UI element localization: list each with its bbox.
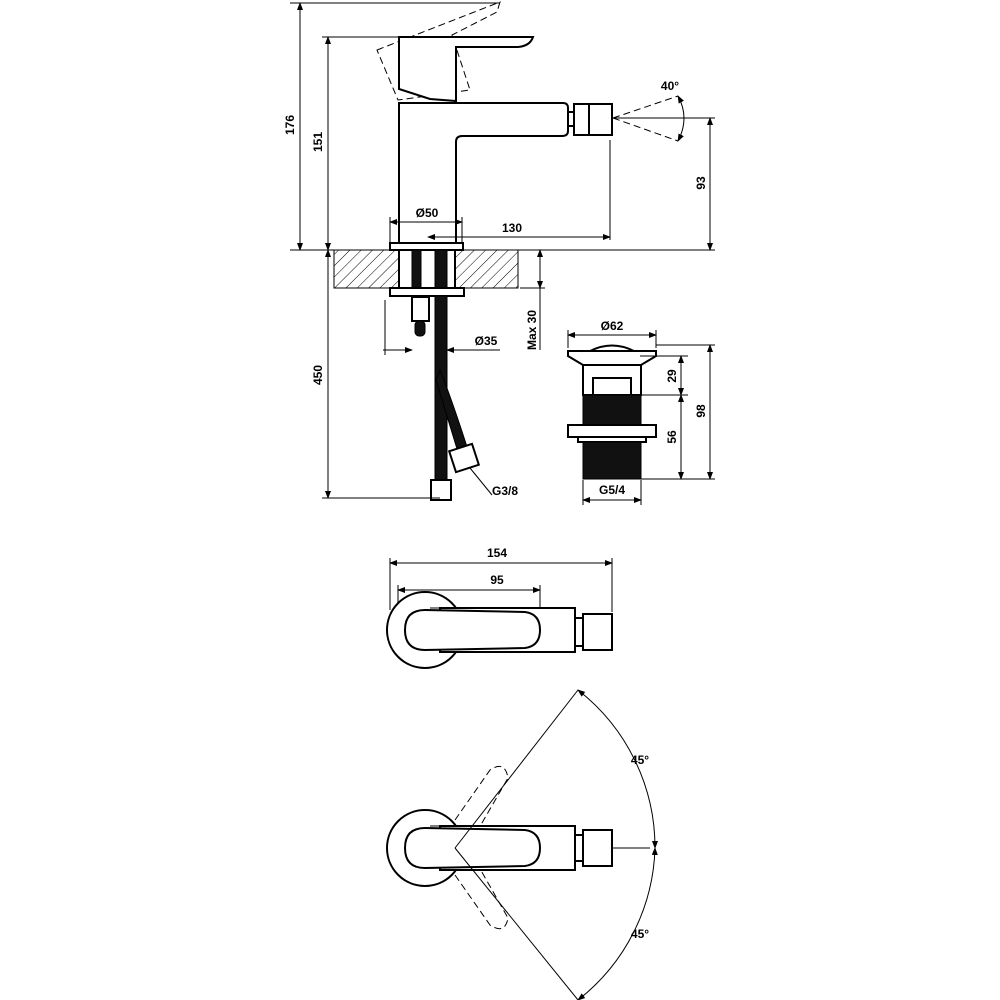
lever-rotated-left [454,765,509,836]
handle-raised-outline [376,1,501,101]
dim-62-label: Ø62 [601,319,624,333]
dim-93-label: 93 [694,176,708,190]
dim-g38-label: G3/8 [492,484,518,498]
dim-98-label: 98 [694,404,708,418]
pop-up-waste: Ø62 G5/4 29 56 98 [567,319,715,505]
dim-29-label: 29 [665,369,679,383]
rotation-view: 45° 45° [386,689,659,1000]
dim-154-label: 154 [487,546,507,560]
dim-450-label: 450 [311,365,325,385]
dim-spray-angle-label: 40° [661,79,679,93]
nozzle-top [582,613,613,651]
dim-151-label: 151 [311,132,325,152]
dim-130-label: 130 [502,221,522,235]
dim-56-label: 56 [665,430,679,444]
top-view: 154 95 [386,546,613,669]
dim-max30-label: Max 30 [525,310,539,350]
lever-rotated-right [454,859,509,930]
mixer-body [398,102,569,244]
lever-handle [398,36,535,103]
angle-lower-label: 45° [631,927,649,941]
side-view: 176 151 40° 93 130 Ø50 [283,1,715,501]
dim-176-label: 176 [283,115,297,135]
dim-95-label: 95 [490,573,504,587]
angle-upper-label: 45° [631,753,649,767]
lever-top [403,608,542,652]
dim-g54-label: G5/4 [599,483,625,497]
hose-nut [430,479,452,501]
nozzle [573,103,590,136]
dim-50-label: Ø50 [416,206,439,220]
dim-35-label: Ø35 [475,334,498,348]
